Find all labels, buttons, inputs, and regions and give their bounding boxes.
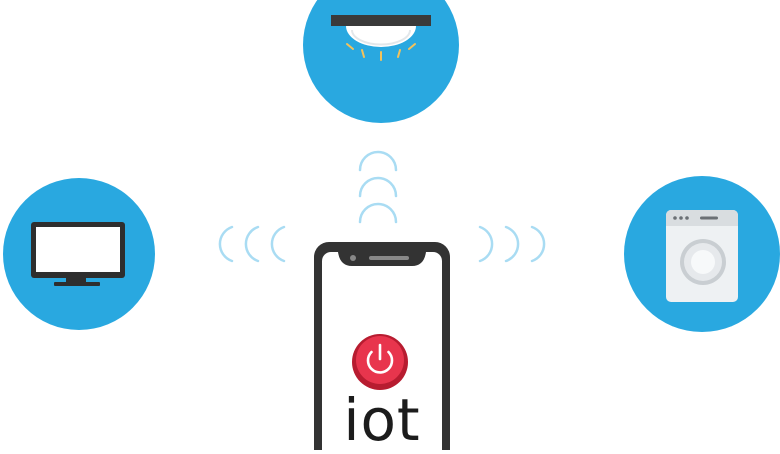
ceiling-light-icon [331,15,431,61]
signal-waves-up [358,150,398,224]
washing-machine-device [624,176,780,332]
tv-icon [31,222,125,286]
ceiling-light-device [303,0,459,123]
power-button-icon[interactable] [352,334,408,390]
washing-machine-icon [666,210,738,302]
tv-device [3,178,155,330]
iot-label: iot [343,386,421,454]
signal-waves-right [478,225,546,263]
speaker-icon [369,256,409,260]
signal-waves-left [218,225,286,263]
ceiling-light-circle [303,0,459,123]
camera-icon [350,255,356,261]
